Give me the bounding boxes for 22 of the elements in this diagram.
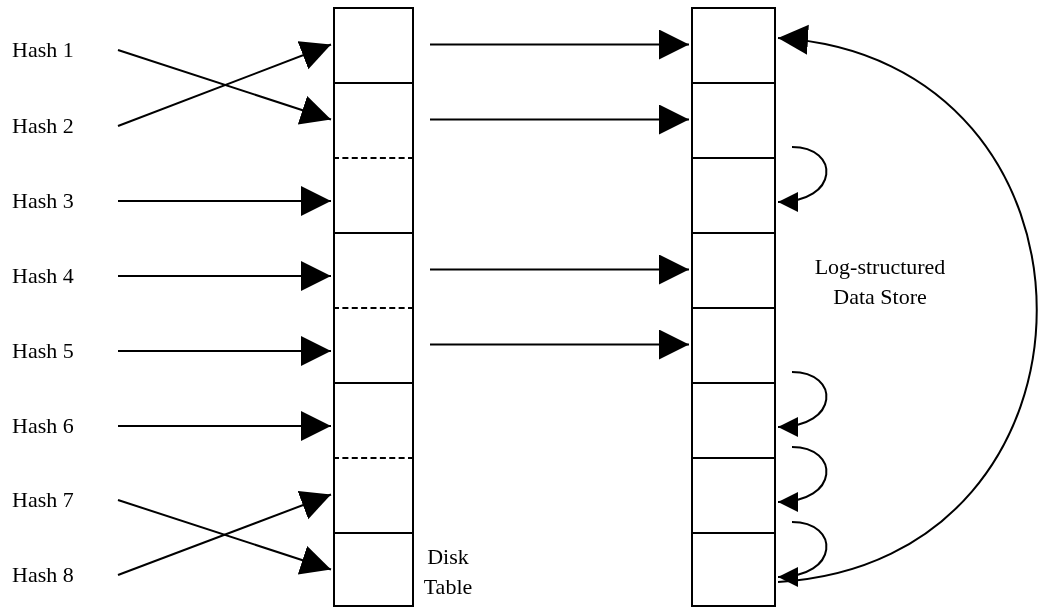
arrow [429,104,690,135]
arrow [117,261,332,291]
caption-text: Disk Table [422,543,474,601]
arrow [429,29,690,60]
arrow [429,254,690,285]
arrow [117,411,332,441]
hash-label: Hash 8 [12,559,102,591]
hash-label: Hash 6 [12,410,102,442]
arrow [777,446,828,511]
arrow [777,146,828,211]
hash-label: Hash 4 [12,260,102,292]
arrow [777,371,828,436]
arrow [117,336,332,366]
arrow [429,329,690,360]
hash-label: Hash 1 [12,34,102,66]
hash-label: Hash 5 [12,335,102,367]
caption-text: Log-structured Data Store [813,253,947,311]
arrow [117,186,332,216]
hash-label: Hash 3 [12,185,102,217]
arrow [777,521,828,586]
hash-label: Hash 7 [12,484,102,516]
hash-label: Hash 2 [12,110,102,142]
